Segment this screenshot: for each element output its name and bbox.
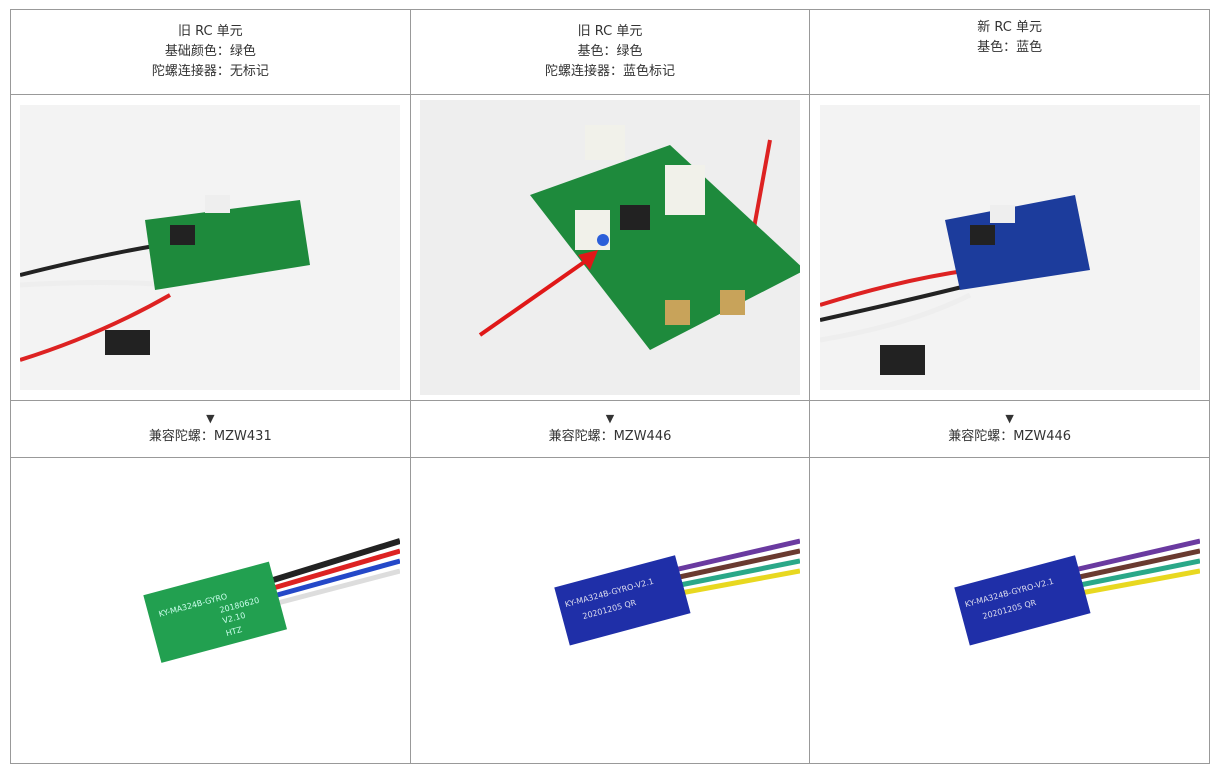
base-color: 基色：蓝色 [977,40,1043,55]
rc-unit-comparison-table: 旧 RC 单元基础颜色：绿色陀螺连接器：无标记 旧 RC 单元基色：绿色陀螺连接… [10,9,1210,764]
compat-cell-1: ▼ 兼容陀螺：MZW431 [10,400,411,458]
compat-cell-3: ▼ 兼容陀螺：MZW446 [809,400,1210,458]
connector-mark: 陀螺连接器：无标记 [151,64,269,79]
compat-cell-2: ▼ 兼容陀螺：MZW446 [409,400,811,458]
rc-board-photo-1 [10,94,411,401]
gyro-label: HTZ [225,624,244,637]
base-color: 基色：绿色 [577,44,643,59]
compatible-gyro: 兼容陀螺：MZW446 [948,429,1072,444]
unit-title: 旧 RC 单元 [577,24,643,39]
compatible-gyro: 兼容陀螺：MZW446 [548,429,672,444]
rc-board-photo-2 [409,94,811,401]
connector-mark: 陀螺连接器：蓝色标记 [544,64,675,79]
header-old-blue-mark: 旧 RC 单元基色：绿色陀螺连接器：蓝色标记 [409,9,811,95]
header-old-green: 旧 RC 单元基础颜色：绿色陀螺连接器：无标记 [10,9,411,95]
unit-title: 旧 RC 单元 [177,24,243,39]
unit-title: 新 RC 单元 [977,20,1043,35]
header-new-blue: 新 RC 单元基色：蓝色 [809,9,1210,95]
rc-board-photo-3 [809,94,1210,401]
down-arrow-icon: ▼ [1005,412,1014,425]
base-color: 基础颜色：绿色 [164,44,256,59]
down-arrow-icon: ▼ [206,412,215,425]
compatible-gyro: 兼容陀螺：MZW431 [148,429,272,444]
down-arrow-icon: ▼ [605,412,615,425]
